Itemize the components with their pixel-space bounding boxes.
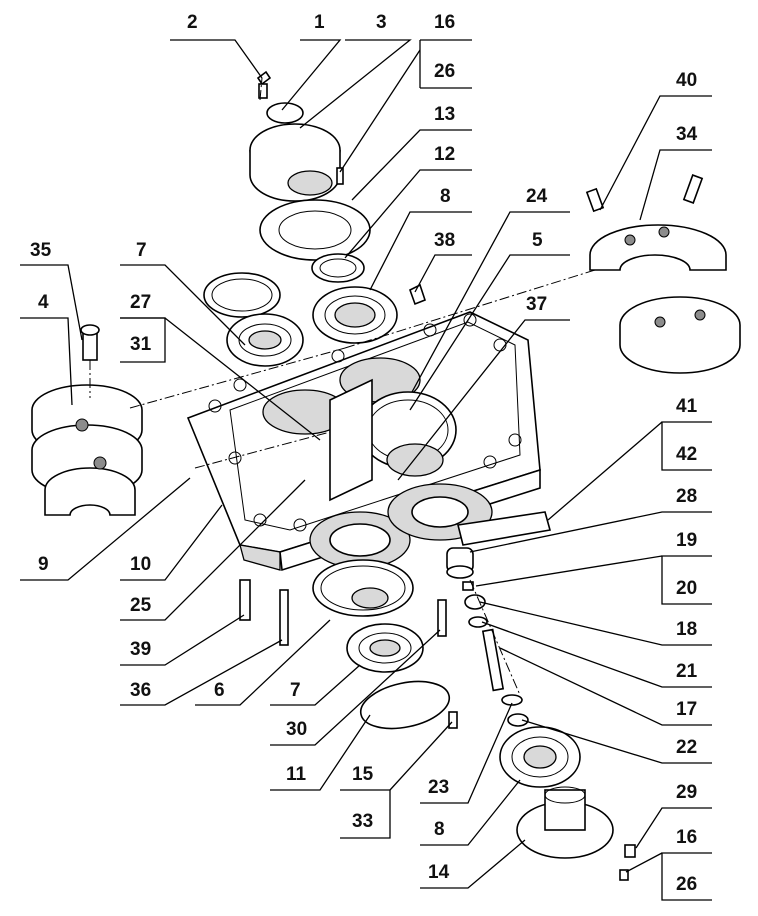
- callout-labels: 2 1 3 16 26 13 12 8 24 38 5 37 40 34 35 …: [30, 12, 698, 895]
- callout-26-top: 26: [434, 61, 455, 82]
- callout-40: 40: [676, 70, 697, 91]
- callout-4: 4: [38, 292, 49, 313]
- callout-34: 34: [676, 124, 698, 145]
- callout-7-bottom: 7: [290, 680, 301, 701]
- callout-37: 37: [526, 294, 547, 315]
- callout-8-top: 8: [440, 186, 451, 207]
- axis-centrelines: [89, 77, 596, 696]
- callout-11: 11: [286, 764, 307, 785]
- callout-18: 18: [676, 619, 697, 640]
- left-bearing-stack: [203, 272, 304, 367]
- input-shaft-assembly: [446, 511, 636, 881]
- callout-31: 31: [130, 334, 152, 355]
- callout-6: 6: [214, 680, 225, 701]
- bottom-cover-plate: [359, 680, 458, 730]
- bottom-gear-assembly: [239, 559, 447, 673]
- callout-20: 20: [676, 578, 697, 599]
- top-cover-stack: [249, 70, 371, 283]
- bearing-8-top: [312, 283, 426, 344]
- callout-26-bottom: 26: [676, 874, 697, 895]
- callout-15: 15: [352, 764, 374, 785]
- callout-35: 35: [30, 240, 52, 261]
- callout-7-top: 7: [136, 240, 147, 261]
- callout-27: 27: [130, 292, 151, 313]
- callout-10: 10: [130, 554, 151, 575]
- callout-1: 1: [314, 12, 325, 33]
- callout-17: 17: [676, 699, 697, 720]
- callout-12: 12: [434, 144, 455, 165]
- callout-25: 25: [130, 595, 152, 616]
- internal-gear-shaft: [329, 378, 457, 502]
- callout-21: 21: [676, 661, 698, 682]
- left-clamp-hub: [31, 324, 143, 516]
- callout-3: 3: [376, 12, 387, 33]
- callout-41: 41: [676, 396, 698, 417]
- callout-29: 29: [676, 782, 697, 803]
- callout-8-bottom: 8: [434, 819, 445, 840]
- callout-22: 22: [676, 737, 697, 758]
- leader-lines: [20, 39, 712, 901]
- callout-16-bottom: 16: [676, 827, 697, 848]
- callout-2: 2: [187, 12, 198, 33]
- callout-36: 36: [130, 680, 151, 701]
- callout-14: 14: [428, 862, 450, 883]
- callout-24: 24: [526, 186, 548, 207]
- callout-16-top: 16: [434, 12, 455, 33]
- right-clamp-hub: [585, 174, 741, 374]
- callout-23: 23: [428, 777, 449, 798]
- callout-38: 38: [434, 230, 455, 251]
- callout-9: 9: [38, 554, 49, 575]
- callout-33: 33: [352, 811, 373, 832]
- callout-13: 13: [434, 104, 455, 125]
- callout-39: 39: [130, 639, 151, 660]
- callout-28: 28: [676, 486, 697, 507]
- callout-5: 5: [532, 230, 543, 251]
- callout-42: 42: [676, 444, 697, 465]
- callout-19: 19: [676, 530, 697, 551]
- callout-30: 30: [286, 719, 307, 740]
